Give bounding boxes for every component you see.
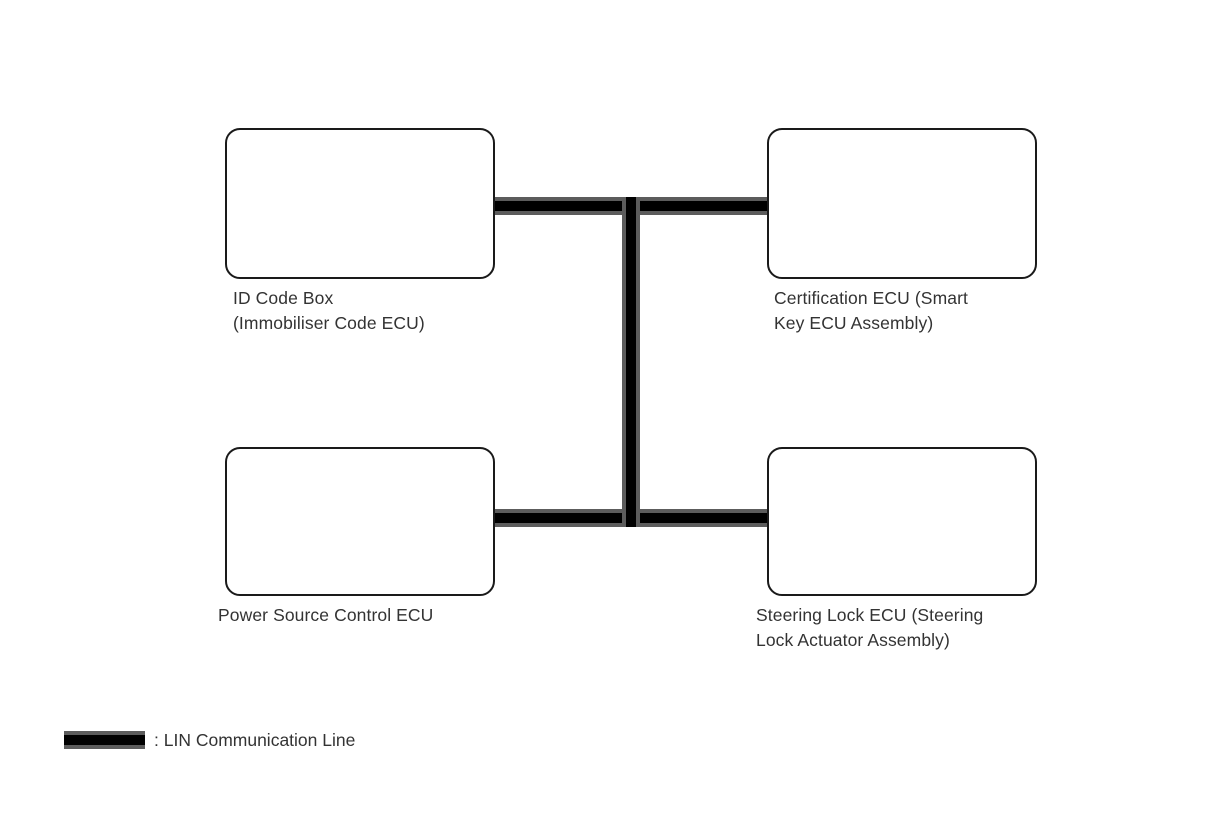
node-power-source-control-ecu-shape: [225, 447, 495, 596]
lin-line-swatch-icon: [64, 731, 145, 749]
node-steering-lock-ecu-shape: [767, 447, 1037, 596]
node-id-code-box-shape: [225, 128, 495, 279]
lin-junction-bottom-icon: [626, 509, 636, 527]
node-certification-ecu-label: Certification ECU (Smart Key ECU Assembl…: [774, 288, 968, 333]
node-id-code-box-label: ID Code Box (Immobiliser Code ECU): [233, 288, 425, 333]
legend: : LIN Communication Line: [64, 729, 355, 751]
node-power-source-control-ecu-label: Power Source Control ECU: [218, 605, 434, 625]
lin-junction-top-icon: [626, 197, 636, 215]
legend-label: : LIN Communication Line: [154, 730, 356, 750]
lin-line-vertical-trunk: [622, 197, 640, 527]
node-steering-lock-ecu-label: Steering Lock ECU (Steering Lock Actuato…: [756, 605, 984, 650]
node-certification-ecu-shape: [767, 128, 1037, 279]
